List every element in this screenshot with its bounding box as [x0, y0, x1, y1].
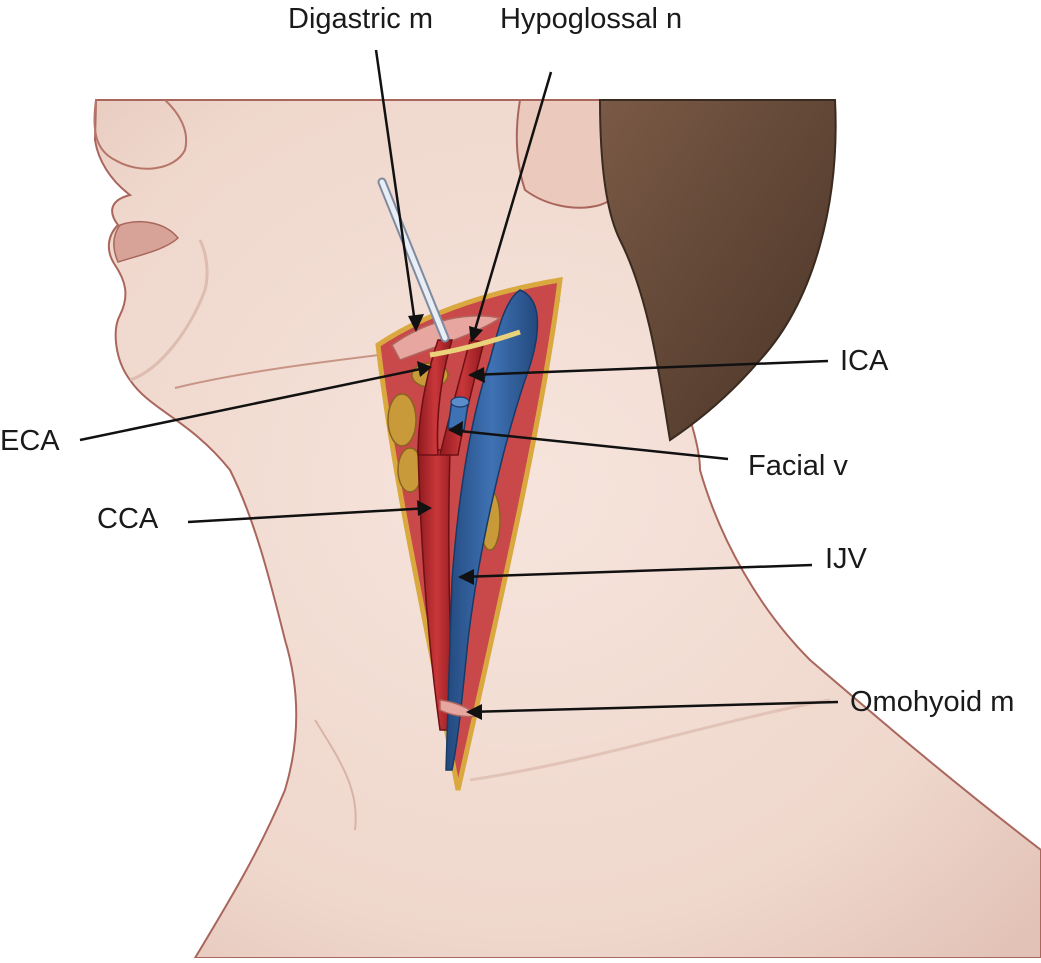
leader-facial	[449, 428, 729, 461]
leader-lines	[79, 49, 839, 714]
leader-eca	[79, 365, 431, 442]
label-ica: ICA	[840, 345, 889, 377]
internal-jugular-vein	[445, 289, 539, 771]
leader-ica	[469, 359, 829, 377]
arrowhead-eca	[417, 361, 432, 377]
arrowhead-facial	[448, 421, 463, 437]
leader-hypoglossal	[470, 71, 553, 341]
arrowhead-digastric	[408, 314, 424, 332]
lips	[113, 220, 180, 263]
label-cca: CCA	[97, 503, 159, 535]
arrowheads	[408, 314, 485, 720]
leader-cca	[187, 506, 431, 524]
fat-pad	[387, 393, 417, 447]
skin-silhouette	[93, 99, 1041, 959]
arrowhead-omohyoid	[466, 704, 482, 720]
neck-crease	[314, 719, 357, 831]
leader-omohyoid	[467, 700, 839, 714]
label-digastric-muscle: Digastric m	[288, 3, 434, 35]
label-facial-vein: Facial v	[748, 450, 848, 482]
leader-digastric	[374, 49, 418, 331]
clavicle-shadow	[469, 698, 831, 782]
label-eca: ECA	[0, 425, 60, 457]
nose-outline	[93, 99, 188, 170]
external-carotid-artery	[417, 339, 454, 456]
label-omohyoid-muscle: Omohyoid m	[850, 686, 1015, 718]
arrowhead-ica	[468, 367, 485, 383]
leader-ijv	[459, 563, 813, 579]
facial-vein-cut-end	[450, 396, 470, 408]
label-ijv: IJV	[825, 543, 867, 575]
chin-shadow	[129, 239, 209, 382]
arrowhead-ijv	[458, 569, 474, 585]
label-hypoglossal-nerve: Hypoglossal n	[500, 3, 683, 35]
hypoglossal-nerve	[429, 329, 521, 358]
hair	[598, 99, 837, 442]
arrowhead-cca	[417, 500, 432, 516]
retractor-highlight	[379, 179, 448, 341]
arrowhead-hypoglossal	[469, 326, 483, 343]
